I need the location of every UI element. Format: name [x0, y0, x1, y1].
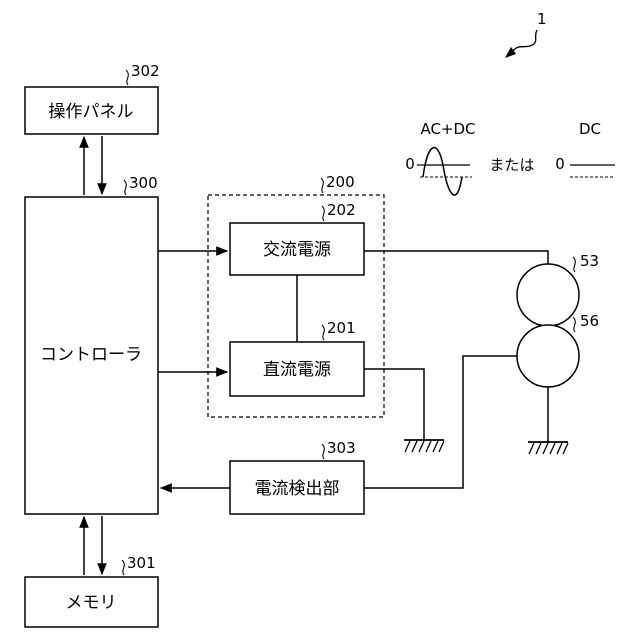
ref-201-leader	[322, 325, 324, 340]
dc-power-label: 直流電源	[263, 360, 331, 380]
current-detector-label: 電流検出部	[255, 479, 340, 499]
ref-53-label: 53	[580, 252, 599, 270]
ref-301-label: 301	[127, 554, 156, 572]
legend-zero-right: 0	[555, 155, 565, 173]
roller-53	[517, 264, 579, 326]
figure-ref-leader	[512, 30, 537, 52]
operation-panel-label: 操作パネル	[49, 102, 134, 122]
legend-dc-label: DC	[579, 120, 601, 138]
controller-label: コントローラ	[40, 345, 142, 365]
ref-200-leader	[321, 178, 323, 193]
ref-301-leader	[122, 560, 124, 575]
ref-201-label: 201	[327, 319, 356, 337]
ref-302-label: 302	[131, 62, 160, 80]
ref-200-label: 200	[326, 173, 355, 191]
ac-output-line	[364, 251, 548, 265]
ref-300-leader	[124, 180, 126, 195]
roller-56	[517, 325, 579, 387]
ac-power-label: 交流電源	[263, 240, 331, 260]
ref-202-leader	[322, 206, 324, 221]
ref-303-label: 303	[327, 439, 356, 457]
ref-303-leader	[322, 444, 324, 459]
ground-symbol-right	[528, 442, 568, 454]
ground-symbol-left	[404, 440, 444, 452]
ref-202-label: 202	[327, 201, 356, 219]
ref-56-leader	[573, 317, 575, 332]
ref-302-leader	[126, 70, 128, 85]
dc-output-line	[364, 369, 424, 440]
legend-or-text: または	[489, 156, 534, 174]
memory-label: メモリ	[66, 593, 117, 613]
roller-to-detector-line	[364, 356, 517, 488]
legend-acdc-sine	[423, 148, 462, 196]
legend-zero-left: 0	[405, 155, 415, 173]
legend-acdc-label: AC+DC	[420, 120, 475, 138]
ref-56-label: 56	[580, 312, 599, 330]
figure-ref-label: 1	[537, 10, 547, 28]
ref-300-label: 300	[129, 174, 158, 192]
ref-53-leader	[573, 257, 575, 272]
